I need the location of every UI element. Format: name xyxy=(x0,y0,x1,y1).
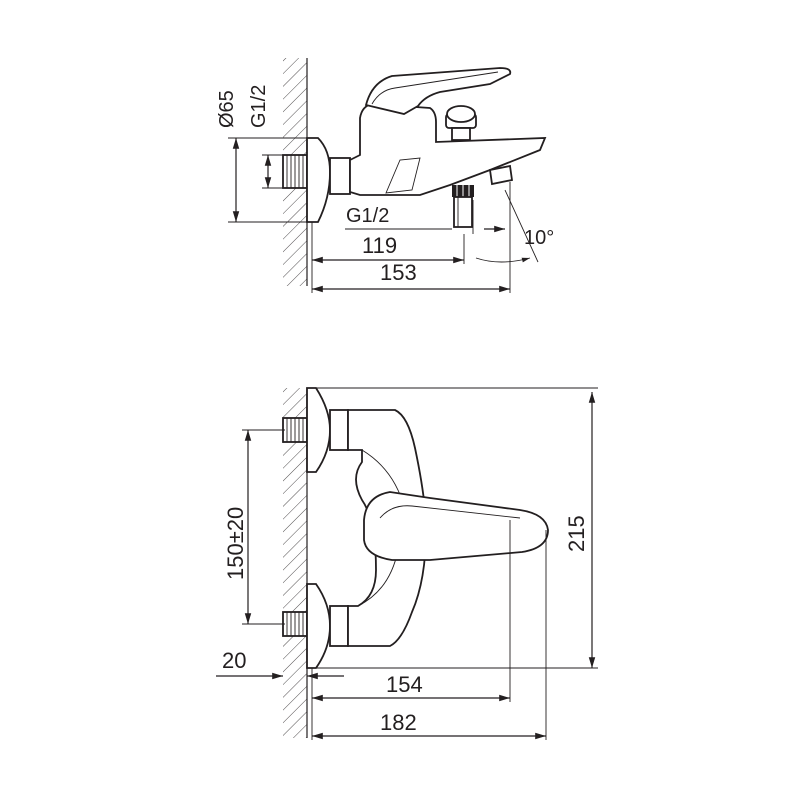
outlet-connector xyxy=(452,185,474,228)
escutcheon-top xyxy=(306,137,331,223)
threaded-connector-lower xyxy=(282,611,308,637)
escutcheon-lower xyxy=(306,583,331,669)
mixer-body-top xyxy=(349,103,547,196)
dim-spacing: 150±20 xyxy=(223,507,248,580)
dim-angle: 10° xyxy=(524,227,554,249)
front-view: 150±20 215 20 154 182 xyxy=(216,387,598,740)
dim-diameter: Ø65 xyxy=(216,90,238,128)
dim-thread-top: G1/2 xyxy=(248,85,270,128)
dim-182: 182 xyxy=(380,710,417,735)
dim-153: 153 xyxy=(380,260,417,285)
spout-tip xyxy=(488,164,514,186)
dim-154: 154 xyxy=(386,672,423,697)
nut-upper xyxy=(329,409,349,451)
diverter-knob xyxy=(445,105,477,141)
nut-lower xyxy=(329,605,349,647)
lever-handle-front xyxy=(363,491,549,561)
threaded-connector-top xyxy=(282,154,308,189)
wall-hatch-front xyxy=(283,388,308,738)
lever-handle-top xyxy=(364,67,512,115)
threaded-connector-upper xyxy=(282,417,308,443)
nut-top xyxy=(329,157,351,195)
dim-offset: 20 xyxy=(222,648,246,673)
side-view: Ø65 G1/2 G1/2 119 153 10° xyxy=(216,58,554,293)
dim-height: 215 xyxy=(564,515,589,552)
escutcheon-upper xyxy=(306,387,331,473)
dim-119: 119 xyxy=(362,233,397,258)
dim-thread-outlet: G1/2 xyxy=(346,205,389,227)
